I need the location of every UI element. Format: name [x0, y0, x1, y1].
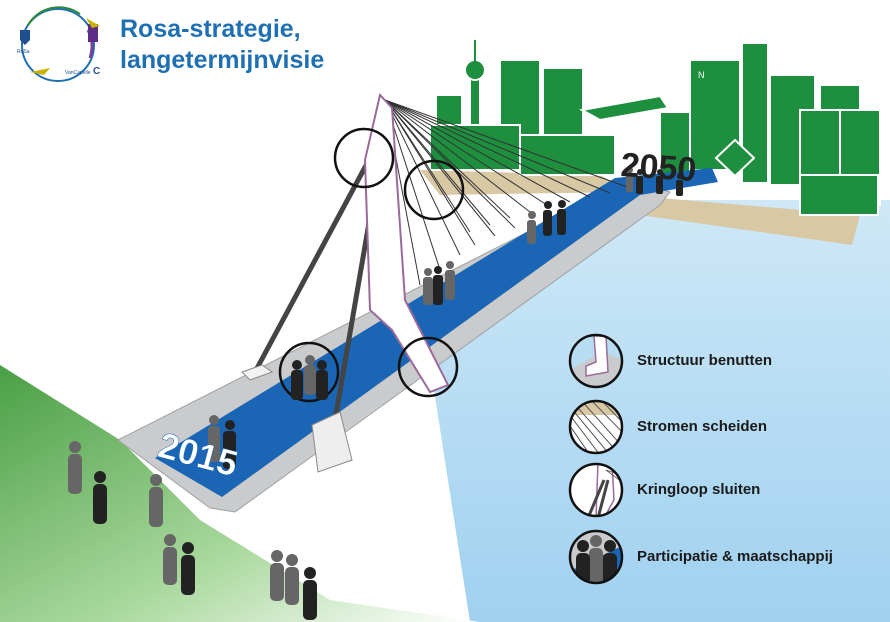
svg-text:C: C — [93, 66, 100, 77]
logo: RoSa VanCapelle C — [17, 6, 100, 82]
far-bank-left — [420, 170, 630, 195]
building-mark: N — [698, 70, 705, 80]
scene-highlight-circles — [278, 127, 465, 403]
pylon-base-icon — [570, 335, 622, 387]
svg-text:RoSa: RoSa — [17, 49, 30, 55]
bridge-road — [155, 168, 718, 497]
legend-label-participatie: Participatie & maatschappij — [637, 548, 833, 565]
svg-text:VanCapelle: VanCapelle — [65, 70, 91, 76]
legend-label-structuur: Structuur benutten — [637, 352, 772, 369]
year-end: 2050 — [620, 146, 698, 189]
page-title: Rosa-strategie, langetermijnvisie — [120, 14, 324, 76]
pylon-top-icon — [570, 464, 622, 516]
station-sign: TRAAL STATION — [584, 130, 638, 137]
bridge-cables — [384, 99, 631, 301]
crowd-on-bridge — [208, 167, 683, 469]
river — [420, 200, 890, 622]
legend-label-stromen: Stromen scheiden — [637, 418, 768, 435]
pylon — [363, 92, 450, 394]
title-line-1: Rosa-strategie, — [120, 15, 301, 43]
grass-bank — [0, 365, 480, 622]
legend-label-kringloop: Kringloop sluiten — [637, 481, 761, 498]
title-line-2: langetermijnvisie — [120, 46, 325, 74]
crowd-on-grass — [68, 441, 317, 620]
far-bank — [625, 195, 860, 245]
legend-icons — [568, 333, 624, 585]
